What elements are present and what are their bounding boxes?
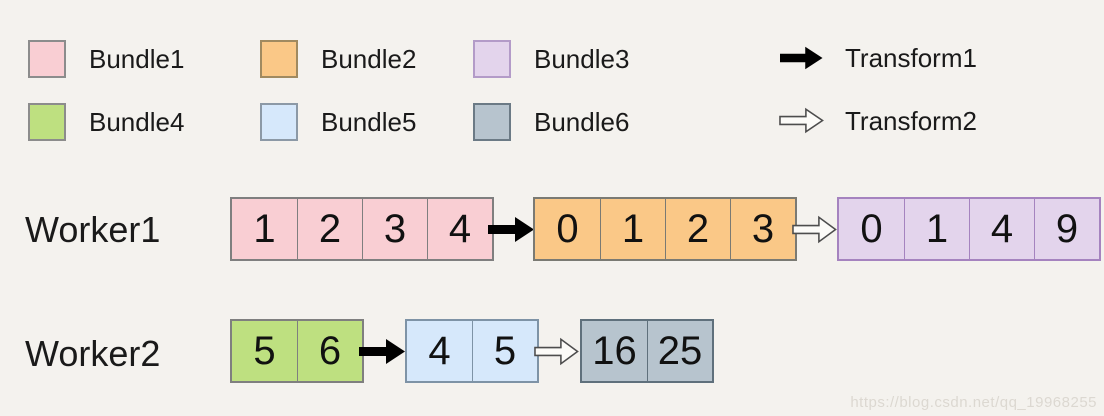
legend-label-transform2: Transform2 [845, 106, 977, 136]
worker1-bundle3-block: 0 1 4 9 [837, 197, 1101, 261]
transform2-arrow-icon [534, 337, 579, 366]
transform1-arrow-icon [359, 338, 405, 365]
transform2-arrow-icon [779, 107, 824, 134]
cell: 1 [253, 207, 276, 251]
legend-swatch-bundle3 [473, 40, 511, 78]
cell: 5 [253, 329, 276, 373]
cell: 6 [297, 321, 362, 381]
transform1-arrow-icon [488, 216, 534, 243]
worker2-bundle5-block: 4 5 [405, 319, 539, 383]
legend-swatch-bundle6 [473, 103, 511, 141]
cell: 1 [904, 199, 969, 259]
cell: 16 [592, 329, 637, 373]
legend-label-bundle1: Bundle1 [89, 44, 185, 74]
worker2-bundle4-block: 5 6 [230, 319, 364, 383]
legend-swatch-bundle2 [260, 40, 298, 78]
worker1-bundle2-block: 0 1 2 3 [533, 197, 797, 261]
legend-label-transform1: Transform1 [845, 43, 977, 73]
legend-swatch-bundle4 [28, 103, 66, 141]
legend-swatch-bundle1 [28, 40, 66, 78]
legend-label-bundle2: Bundle2 [321, 44, 417, 74]
cell: 5 [472, 321, 537, 381]
worker2-bundle6-block: 16 25 [580, 319, 714, 383]
cell: 4 [969, 199, 1034, 259]
cell: 4 [428, 329, 451, 373]
cell: 0 [860, 207, 883, 251]
cell: 25 [647, 321, 712, 381]
cell: 1 [600, 199, 665, 259]
legend-label-bundle6: Bundle6 [534, 107, 630, 137]
cell: 9 [1034, 199, 1099, 259]
cell: 4 [427, 199, 492, 259]
legend-label-bundle4: Bundle4 [89, 107, 185, 137]
worker1-label: Worker1 [25, 209, 161, 250]
cell: 2 [665, 199, 730, 259]
transform1-arrow-icon [780, 45, 823, 71]
cell: 3 [730, 199, 795, 259]
worker1-bundle1-block: 1 2 3 4 [230, 197, 494, 261]
cell: 2 [297, 199, 362, 259]
cell: 0 [556, 207, 579, 251]
legend-swatch-bundle5 [260, 103, 298, 141]
legend-label-bundle3: Bundle3 [534, 44, 630, 74]
cell: 3 [362, 199, 427, 259]
watermark: https://blog.csdn.net/qq_19968255 [850, 394, 1097, 411]
legend-label-bundle5: Bundle5 [321, 107, 417, 137]
worker2-label: Worker2 [25, 333, 161, 374]
transform2-arrow-icon [792, 215, 837, 244]
